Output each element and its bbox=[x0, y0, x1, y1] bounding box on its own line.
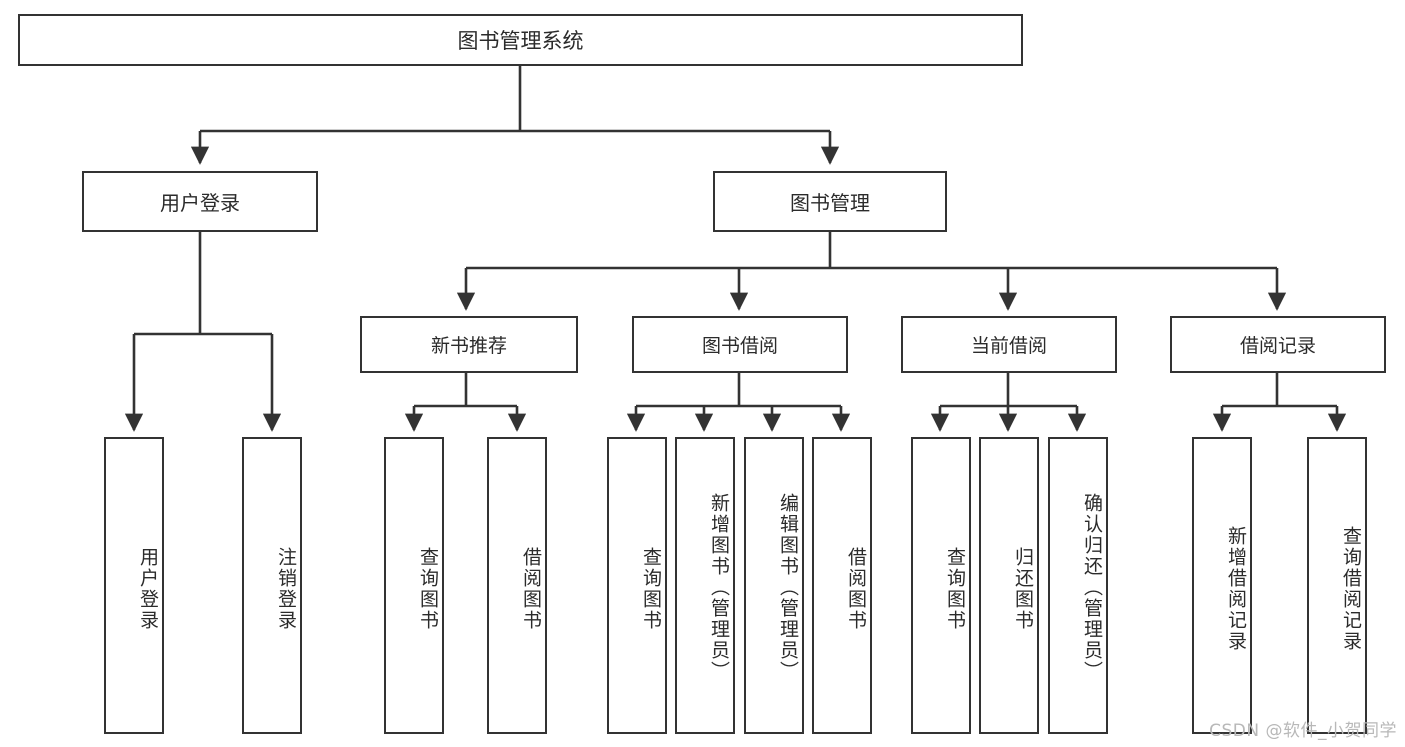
node-leaf-user-login[interactable]: 用户登录 bbox=[104, 437, 164, 734]
node-leaf-borrow-books[interactable]: 借阅图书 bbox=[812, 437, 872, 734]
node-leaf-borrow-books-recommend[interactable]: 借阅图书 bbox=[487, 437, 547, 734]
node-new-book-recommend[interactable]: 新书推荐 bbox=[360, 316, 578, 373]
node-label: 借阅记录 bbox=[1239, 335, 1316, 357]
watermark: CSDN @软件_小贺同学 bbox=[1209, 721, 1397, 741]
node-label: 新书推荐 bbox=[430, 335, 507, 357]
node-leaf-query-borrow-record[interactable]: 查询借阅记录 bbox=[1307, 437, 1367, 734]
node-user-login[interactable]: 用户登录 bbox=[82, 171, 318, 232]
node-label: 新增图书（管理员） bbox=[708, 493, 730, 682]
node-leaf-query-books-recommend[interactable]: 查询图书 bbox=[384, 437, 444, 734]
node-label: 图书管理 bbox=[790, 191, 870, 215]
node-label: 查询图书 bbox=[640, 546, 662, 631]
node-label: 借阅图书 bbox=[845, 546, 867, 631]
node-leaf-return-books[interactable]: 归还图书 bbox=[979, 437, 1039, 734]
node-label: 新增借阅记录 bbox=[1225, 525, 1247, 652]
node-leaf-add-book-admin[interactable]: 新增图书（管理员） bbox=[675, 437, 735, 734]
node-label: 查询图书 bbox=[944, 546, 966, 631]
node-label: 注销登录 bbox=[275, 546, 297, 631]
node-label: 当前借阅 bbox=[970, 335, 1047, 357]
node-label: 图书管理系统 bbox=[457, 29, 584, 53]
node-leaf-add-borrow-record[interactable]: 新增借阅记录 bbox=[1192, 437, 1252, 734]
node-current-borrow[interactable]: 当前借阅 bbox=[901, 316, 1117, 373]
node-leaf-logout[interactable]: 注销登录 bbox=[242, 437, 302, 734]
node-book-borrow[interactable]: 图书借阅 bbox=[632, 316, 848, 373]
node-root-book-management-system[interactable]: 图书管理系统 bbox=[18, 14, 1023, 66]
node-label: 用户登录 bbox=[160, 191, 240, 215]
node-leaf-query-books-current[interactable]: 查询图书 bbox=[911, 437, 971, 734]
node-leaf-confirm-return-admin[interactable]: 确认归还（管理员） bbox=[1048, 437, 1108, 734]
node-borrow-record[interactable]: 借阅记录 bbox=[1170, 316, 1386, 373]
node-label: 归还图书 bbox=[1012, 546, 1034, 631]
node-leaf-query-books-borrow[interactable]: 查询图书 bbox=[607, 437, 667, 734]
node-label: 图书借阅 bbox=[701, 335, 778, 357]
node-label: 编辑图书（管理员） bbox=[777, 493, 799, 682]
node-label: 查询借阅记录 bbox=[1340, 525, 1362, 652]
node-label: 确认归还（管理员） bbox=[1081, 493, 1103, 682]
node-book-management[interactable]: 图书管理 bbox=[713, 171, 947, 232]
node-label: 查询图书 bbox=[417, 546, 439, 631]
node-leaf-edit-book-admin[interactable]: 编辑图书（管理员） bbox=[744, 437, 804, 734]
node-label: 用户登录 bbox=[137, 546, 159, 631]
node-label: 借阅图书 bbox=[520, 546, 542, 631]
